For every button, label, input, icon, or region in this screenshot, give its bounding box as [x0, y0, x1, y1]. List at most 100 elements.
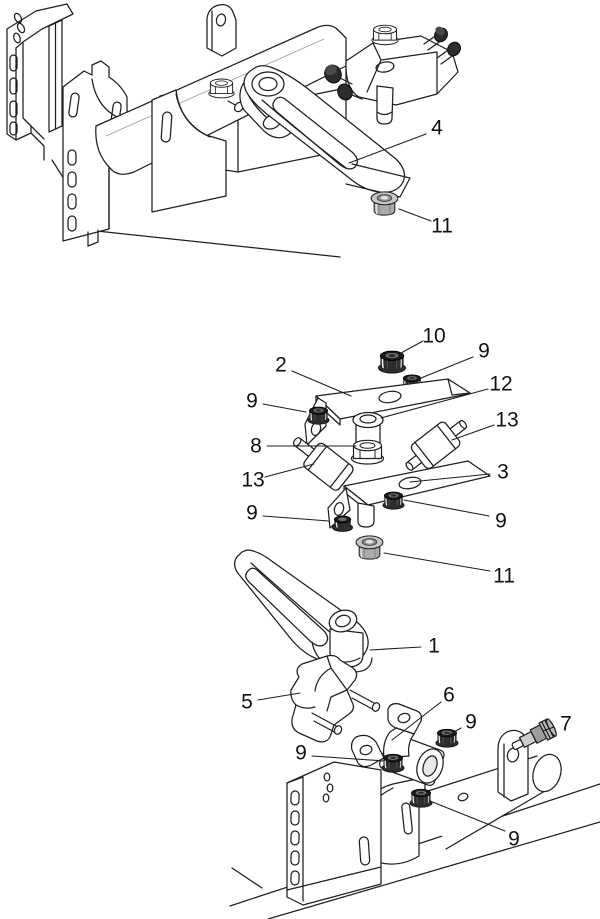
callout-leader-9-3 [420, 356, 474, 379]
axle-tube [427, 753, 562, 850]
clamp-lower-ear [350, 734, 385, 768]
callout-leader-7-18 [542, 726, 555, 732]
bracket-slot [9, 121, 18, 136]
frame-bracket-mid [151, 89, 227, 213]
bracket-hole [322, 793, 330, 803]
callout-leader-2-4 [291, 370, 352, 397]
bracket-slot [67, 193, 77, 210]
bracket-slot [67, 215, 77, 232]
callout-leader-9-17 [448, 727, 462, 736]
tab-hole [333, 501, 345, 517]
bracket-hole [326, 783, 334, 793]
callout-leader-13-9 [264, 463, 315, 478]
part-9-flange-nut [307, 406, 330, 425]
callout-label-10-2: 10 [422, 325, 445, 348]
bracket-slot [67, 171, 77, 188]
part-13-isolator-left [292, 437, 354, 491]
bracket-slot [290, 790, 300, 806]
tube-hole [457, 792, 469, 802]
part-4-trailing-arm [243, 65, 411, 198]
tab-bracket-top [206, 4, 237, 57]
callout-leader-11-1 [398, 208, 432, 222]
callout-label-13-9: 13 [241, 469, 264, 492]
stud-bolts [423, 26, 461, 65]
bracket-hole [323, 772, 331, 782]
callout-label-9-20: 9 [508, 828, 520, 851]
bracket-slot [160, 111, 173, 143]
callout-label-11-1: 11 [431, 215, 453, 238]
callout-label-9-6: 9 [246, 390, 258, 413]
side-bolts [324, 64, 363, 101]
callout-label-11-13: 11 [493, 565, 515, 588]
bracket-tab [327, 487, 351, 529]
callout-label-4-0: 4 [431, 117, 443, 140]
bracket-hole [13, 32, 21, 44]
callout-label-1-14: 1 [428, 635, 440, 658]
bracket-hole [13, 12, 23, 24]
part-1-trailing-arm [233, 549, 373, 673]
bracket-slot [68, 92, 80, 118]
bottom-assembled-view [229, 654, 600, 919]
part-9-flange-nut [409, 788, 433, 808]
callout-label-2-4: 2 [275, 354, 287, 377]
hex-nut-icon [208, 78, 235, 99]
bracket-slot [401, 802, 413, 835]
bracket-slot [290, 850, 300, 866]
callout-leader-9-11 [262, 515, 330, 522]
part-9-flange-nut [381, 753, 405, 773]
callout-leader-9-20 [429, 800, 506, 832]
callout-leader-9-12 [403, 499, 490, 517]
callout-label-9-17: 9 [465, 711, 477, 734]
callout-leader-3-10 [409, 473, 491, 483]
bracket-slot [9, 54, 18, 72]
callout-leader-1-14 [369, 646, 422, 651]
callout-leader-5-15 [257, 692, 301, 701]
bracket-slot [358, 836, 371, 866]
callout-label-5-15: 5 [241, 691, 253, 714]
callout-leader-11-13 [383, 552, 491, 572]
arm-slot [245, 567, 329, 647]
tab-hole [215, 13, 227, 27]
ear-hole [359, 744, 373, 756]
part-9-grommet [331, 515, 354, 532]
hex-head-icon [350, 439, 385, 465]
bracket-slot [67, 149, 77, 166]
part-13-isolator-right [405, 419, 468, 471]
frame-bracket-bottom [286, 761, 382, 906]
ear-hole [397, 712, 411, 724]
bracket-slot [290, 830, 300, 846]
callout-leader-10-2 [400, 340, 424, 354]
part-9-flange-nut [382, 491, 405, 510]
callout-label-13-7: 13 [495, 409, 518, 432]
arm-slot [272, 96, 359, 170]
tube-end-cap [532, 753, 562, 793]
middle-exploded-view [233, 350, 491, 673]
callout-label-9-12: 9 [495, 510, 507, 533]
callout-label-6-16: 6 [443, 684, 455, 707]
callout-label-7-18: 7 [560, 713, 572, 736]
bracket-pin [357, 502, 375, 528]
bracket-slot [9, 100, 18, 118]
callout-label-3-10: 3 [497, 461, 509, 484]
callout-leader-4-0 [348, 133, 427, 164]
bracket-slot [9, 77, 18, 95]
callout-label-9-11: 9 [246, 502, 258, 525]
callout-leader-12-5 [380, 388, 489, 419]
callout-leader-13-7 [451, 424, 495, 441]
part-10-flange-nut [377, 350, 407, 374]
frame-bracket-left [6, 3, 74, 161]
part-11-flange-bushing-top [370, 191, 399, 216]
clamp-upper-ear [387, 702, 423, 735]
pivot-pin [376, 85, 394, 125]
callout-leader-6-16 [391, 701, 442, 741]
part-8-pivot-bolt [350, 411, 385, 465]
callout-label-9-19: 9 [295, 742, 307, 765]
upper-mount-assembly [324, 24, 461, 125]
bracket-slot [290, 810, 300, 826]
part-5-clevis [290, 654, 381, 743]
bracket-hole [16, 22, 26, 34]
callout-label-8-8: 8 [250, 435, 262, 458]
